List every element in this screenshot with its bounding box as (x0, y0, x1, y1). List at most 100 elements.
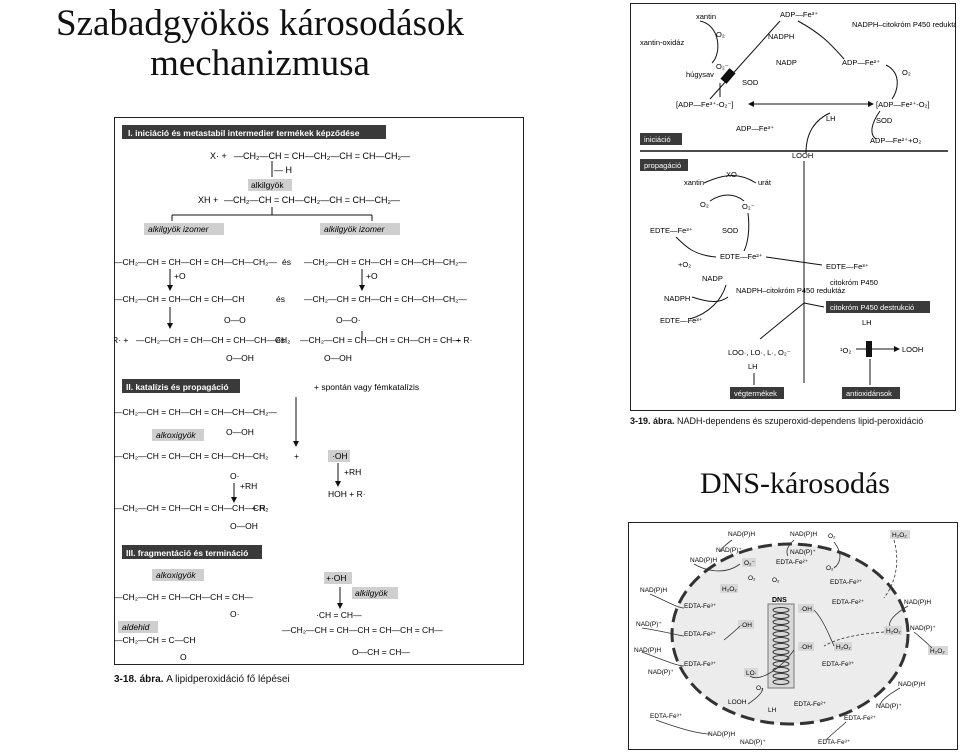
t-nadph-8: NAD(P)H (708, 731, 735, 738)
t-sod-c: SOD (722, 226, 739, 235)
chem-odot-2: O· (230, 609, 239, 619)
t-nadph-5: NAD(P)H (904, 599, 931, 606)
dna-helix-icon (772, 607, 790, 685)
section-3-bar (122, 545, 262, 559)
t-adp-fe2o2: [ADP—Fe²⁺-O₂] (876, 100, 930, 109)
t-edte-fe3-c: EDTE—Fe³⁺ (660, 316, 703, 325)
t-edta-fe3-6: EDTA-Fe³⁺ (818, 739, 851, 746)
chem-xh: XH + (198, 195, 218, 205)
chem-o2-1: +O (174, 271, 186, 281)
label-alkilgyok-2: alkilgyök (355, 588, 388, 598)
t-nadph-cit: NADPH–citokróm P450 reduktáz (852, 20, 956, 29)
label-alkoxigyok-1: alkoxigyök (156, 430, 196, 440)
t-adp-fe2-a: ADP—Fe²⁺ (842, 58, 880, 67)
t-oh-1: ·OH (800, 606, 812, 613)
label-izomer-box-1 (144, 223, 224, 235)
tag-vegtermekek-box (730, 387, 784, 399)
chem-hoh: HOH + R· (328, 489, 366, 499)
t-citokrom-p450: citokróm P450 (830, 278, 878, 287)
t-o2-c: O₂ (700, 200, 709, 209)
chem-es-3: és (276, 335, 285, 345)
t-edta-fe3-5: EDTA-Fe³⁺ (650, 713, 683, 720)
t-nadph-b: NADPH (664, 294, 690, 303)
t-nadph-4: NAD(P)H (640, 587, 667, 594)
t-h2o2-1: H₂O₂ (892, 532, 907, 539)
chem-es-2: és (276, 294, 285, 304)
fig18-caption-text: A lipidperoxidáció fő lépései (166, 674, 290, 685)
t-nadph-a: NADPH (768, 32, 794, 41)
fig19-caption-text: NADH-dependens és szuperoxid-dependens l… (677, 416, 924, 426)
t-o2-b: O₂ (902, 68, 911, 77)
chem-oh-1: ·OH (332, 451, 348, 461)
t-o2m-2: O₂⁻ (826, 565, 838, 572)
tag-iniciacio: iniciáció (644, 135, 671, 144)
t-oh-3: ·OH (800, 644, 812, 651)
t-looh: LOOH (728, 699, 747, 706)
chain-3b: —CH₂—CH = CH—CH = CH—CH—CH₂— (304, 294, 467, 304)
t-h2o2-2: H₂O₂ (722, 586, 737, 593)
chem-o: O (180, 652, 187, 662)
section-1-title: I. iniciáció és metastabil intermedier t… (128, 128, 360, 138)
chem-plus-r: + R· (456, 335, 472, 345)
t-nadph-2: NAD(P)H (790, 531, 817, 538)
tag-vegtermekek: végtermékek (734, 389, 777, 398)
t-edta-fe3-3: EDTA-Fe³⁺ (684, 661, 717, 668)
dns-column (767, 603, 795, 689)
tag-antioxidansok: antioxidánsok (846, 389, 892, 398)
chain-10: —CH₂—CH = CH—CH = CH—CH = CH— (282, 625, 443, 635)
t-edta-fe2-3: EDTA-Fe²⁺ (684, 631, 717, 638)
dns-title: DNS-károsodás (700, 467, 890, 500)
t-products: LOO·, LO·, L·, O₂⁻ (728, 348, 791, 357)
t-edte-fe3-b: EDTE—Fe³⁺ (826, 262, 869, 271)
chem-plus-1: + (294, 451, 299, 461)
oh-box (328, 450, 350, 462)
label-alkilgyok: alkilgyök (251, 180, 284, 190)
chem-rdot: R· + (114, 335, 128, 345)
chain-8: —CH₂—CH = CH—CH—CH = CH— (114, 592, 253, 602)
dns-damage-figure: DNS NAD(P)H NAD(P)H O₂ H₂O₂ NAD(P)⁺ NAD(… (628, 522, 958, 750)
chem-och: O—CH = CH— (352, 647, 410, 657)
lipid-peroxidation-figure: I. iniciáció és metastabil intermedier t… (114, 117, 524, 665)
t-xantin-b: xantin (684, 178, 704, 187)
t-adp-fe3-b: ADP—Fe³⁺ (736, 124, 774, 133)
t-edta-fe2-2: EDTA-Fe²⁺ (832, 599, 865, 606)
t-o2-3: O₂ (772, 577, 780, 584)
chem-o2-2: +O (366, 271, 378, 281)
chain-7: —CH₂—CH = CH—CH = CH—CH—CH₂ (114, 503, 268, 513)
label-alkoxigyok-2: alkoxigyök (156, 570, 196, 580)
section-2-title: II. katalízis és propagáció (126, 382, 229, 392)
label-aldehid-box (118, 621, 158, 633)
t-oh-2: ·OH (740, 622, 752, 629)
chem-rh-1: +RH (344, 467, 361, 477)
t-hugysav: húgysav (686, 70, 714, 79)
t-xo: XO (726, 170, 737, 179)
t-h2o2-3: H₂O₂ (886, 628, 901, 635)
t-lh-c: LH (862, 318, 872, 327)
section-1-bar (122, 125, 386, 139)
t-h2o2-5: H₂O₂ (930, 648, 945, 655)
tag-propagacio: propagáció (644, 161, 681, 170)
t-xantin-oxidaz: xantin-oxidáz (640, 38, 684, 47)
t-nadph-1: NAD(P)H (728, 531, 755, 538)
chain-1: —CH₂—CH = CH—CH₂—CH = CH—CH₂— (234, 151, 410, 161)
sod-block-a (720, 68, 736, 84)
label-izomer-box-2 (320, 223, 400, 235)
label-alkilgyok-box (248, 179, 292, 191)
t-dns: DNS (772, 597, 787, 604)
t-nadp-1: NAD(P)⁺ (716, 547, 742, 554)
t-nadp-5: NAD(P)⁺ (648, 669, 674, 676)
fig19-caption-num: 3-19. ábra. (630, 416, 675, 426)
page-title-line2: mechanizmusa (150, 43, 370, 84)
t-nadp-a: NADP (776, 58, 797, 67)
label-alkoxigyok-box-1 (152, 429, 204, 441)
page-title: Szabadgyökös károsodások mechanizmusa (30, 4, 490, 84)
t-nadp-3: NAD(P)⁺ (636, 621, 662, 628)
chem-ooh-2: O—OH (324, 353, 352, 363)
t-o2-2: O₂ (748, 575, 756, 582)
t-nadp-4: NAD(P)⁺ (910, 625, 936, 632)
chem-plus-r-2: + R· (252, 503, 268, 513)
chem-es-1: és (282, 257, 291, 267)
t-lh: LH (768, 707, 777, 714)
t-xantin: xantin (696, 12, 716, 21)
section-3-title: III. fragmentáció és termináció (126, 548, 248, 558)
